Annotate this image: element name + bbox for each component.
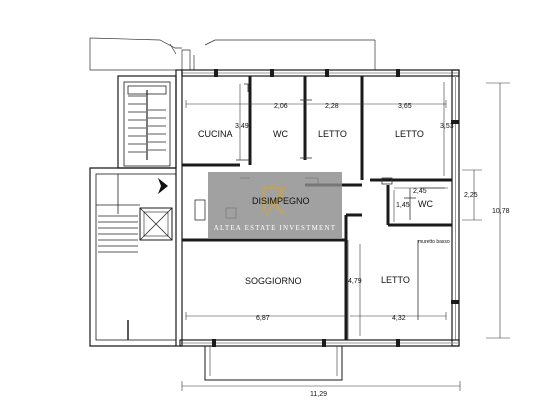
dimension-labels: 2,06 2,28 3,65 3,49 3,53 2,45 1,45 2,25 …	[235, 103, 510, 398]
dim-479: 4,79	[348, 278, 362, 285]
room-labels: CUCINA WC LETTO LETTO DISIMPEGNO WC SOGG…	[198, 129, 450, 286]
room-soggiorno: SOGGIORNO	[245, 276, 302, 286]
dim-228: 2,28	[325, 103, 339, 110]
dim-1129: 11,29	[310, 391, 327, 398]
external-dimensions	[181, 82, 510, 391]
lower-left-block	[89, 167, 177, 347]
dim-365: 3,65	[398, 103, 412, 110]
room-wc-top: WC	[273, 129, 288, 139]
dim-353: 3,53	[440, 123, 454, 130]
watermark-text: ALTEA ESTATE INVESTMENT	[214, 224, 336, 232]
dim-1078: 10,78	[492, 208, 510, 215]
watermark: ALTEA ESTATE INVESTMENT	[208, 172, 342, 238]
dim-225: 2,25	[464, 192, 478, 199]
watermark-logo-icon	[263, 185, 287, 217]
exterior-walls	[175, 69, 460, 347]
dim-432: 4,32	[392, 315, 406, 322]
dim-349: 3,49	[235, 123, 249, 130]
room-letto-3: LETTO	[381, 275, 410, 285]
balcony	[204, 346, 343, 381]
entrance-arrow-icon	[158, 178, 168, 194]
window-markers	[212, 69, 459, 347]
dim-245: 2,45	[413, 188, 427, 195]
room-letto-1: LETTO	[318, 129, 347, 139]
dim-206: 2,06	[274, 103, 288, 110]
muretto-note: muretto basso	[418, 239, 450, 245]
dim-145: 1,45	[396, 202, 410, 209]
internal-dimensions	[185, 82, 448, 336]
top-neighbor-outline	[89, 37, 376, 71]
room-disimpegno: DISIMPEGNO	[252, 196, 310, 206]
room-letto-2: LETTO	[395, 129, 424, 139]
room-cucina: CUCINA	[198, 129, 233, 139]
dim-687: 6,87	[256, 315, 270, 322]
stairwell	[117, 75, 177, 194]
room-wc-small: WC	[418, 199, 433, 209]
